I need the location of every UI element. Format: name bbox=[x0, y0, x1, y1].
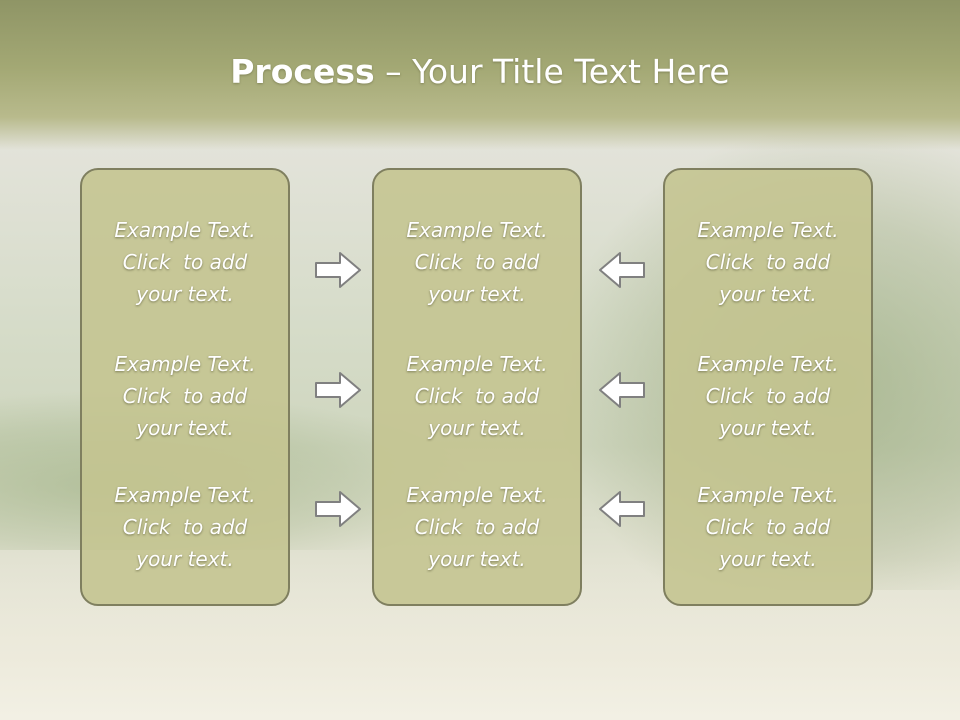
text-line: Example Text. bbox=[697, 352, 839, 376]
text-line: Click to add bbox=[705, 250, 831, 274]
arrow-right-icon[interactable] bbox=[314, 371, 362, 409]
text-line: your text. bbox=[136, 282, 234, 306]
text-line: Click to add bbox=[414, 250, 540, 274]
text-line: Example Text. bbox=[697, 483, 839, 507]
text-line: your text. bbox=[428, 416, 526, 440]
text-line: Example Text. bbox=[406, 352, 548, 376]
text-line: your text. bbox=[136, 547, 234, 571]
text-line: your text. bbox=[719, 416, 817, 440]
text-line: your text. bbox=[719, 282, 817, 306]
text-line: Example Text. bbox=[406, 218, 548, 242]
arrow-left-icon[interactable] bbox=[598, 371, 646, 409]
text-placeholder[interactable]: Example Text. Click to add your text. bbox=[82, 214, 288, 310]
text-line: Click to add bbox=[414, 515, 540, 539]
text-line: your text. bbox=[428, 282, 526, 306]
arrow-left-icon[interactable] bbox=[598, 490, 646, 528]
text-line: Example Text. bbox=[114, 352, 256, 376]
text-placeholder[interactable]: Example Text. Click to add your text. bbox=[665, 348, 871, 444]
slide-title[interactable]: Process – Your Title Text Here bbox=[0, 52, 960, 91]
text-line: Click to add bbox=[705, 515, 831, 539]
title-bold: Process bbox=[230, 52, 375, 91]
text-line: your text. bbox=[136, 416, 234, 440]
process-box-left[interactable]: Example Text. Click to add your text. Ex… bbox=[80, 168, 290, 606]
text-placeholder[interactable]: Example Text. Click to add your text. bbox=[374, 348, 580, 444]
text-line: your text. bbox=[719, 547, 817, 571]
text-line: Example Text. bbox=[697, 218, 839, 242]
text-line: Click to add bbox=[122, 515, 248, 539]
text-line: Example Text. bbox=[114, 218, 256, 242]
arrow-right-icon[interactable] bbox=[314, 490, 362, 528]
text-line: Click to add bbox=[414, 384, 540, 408]
text-placeholder[interactable]: Example Text. Click to add your text. bbox=[82, 348, 288, 444]
process-box-right[interactable]: Example Text. Click to add your text. Ex… bbox=[663, 168, 873, 606]
process-box-center[interactable]: Example Text. Click to add your text. Ex… bbox=[372, 168, 582, 606]
text-placeholder[interactable]: Example Text. Click to add your text. bbox=[374, 214, 580, 310]
text-line: your text. bbox=[428, 547, 526, 571]
text-placeholder[interactable]: Example Text. Click to add your text. bbox=[82, 479, 288, 575]
title-rest: – Your Title Text Here bbox=[374, 52, 730, 91]
text-line: Click to add bbox=[122, 384, 248, 408]
text-line: Click to add bbox=[705, 384, 831, 408]
arrow-right-icon[interactable] bbox=[314, 251, 362, 289]
text-placeholder[interactable]: Example Text. Click to add your text. bbox=[665, 214, 871, 310]
arrow-left-icon[interactable] bbox=[598, 251, 646, 289]
header-band bbox=[0, 0, 960, 150]
text-line: Example Text. bbox=[406, 483, 548, 507]
text-line: Click to add bbox=[122, 250, 248, 274]
text-line: Example Text. bbox=[114, 483, 256, 507]
text-placeholder[interactable]: Example Text. Click to add your text. bbox=[374, 479, 580, 575]
text-placeholder[interactable]: Example Text. Click to add your text. bbox=[665, 479, 871, 575]
